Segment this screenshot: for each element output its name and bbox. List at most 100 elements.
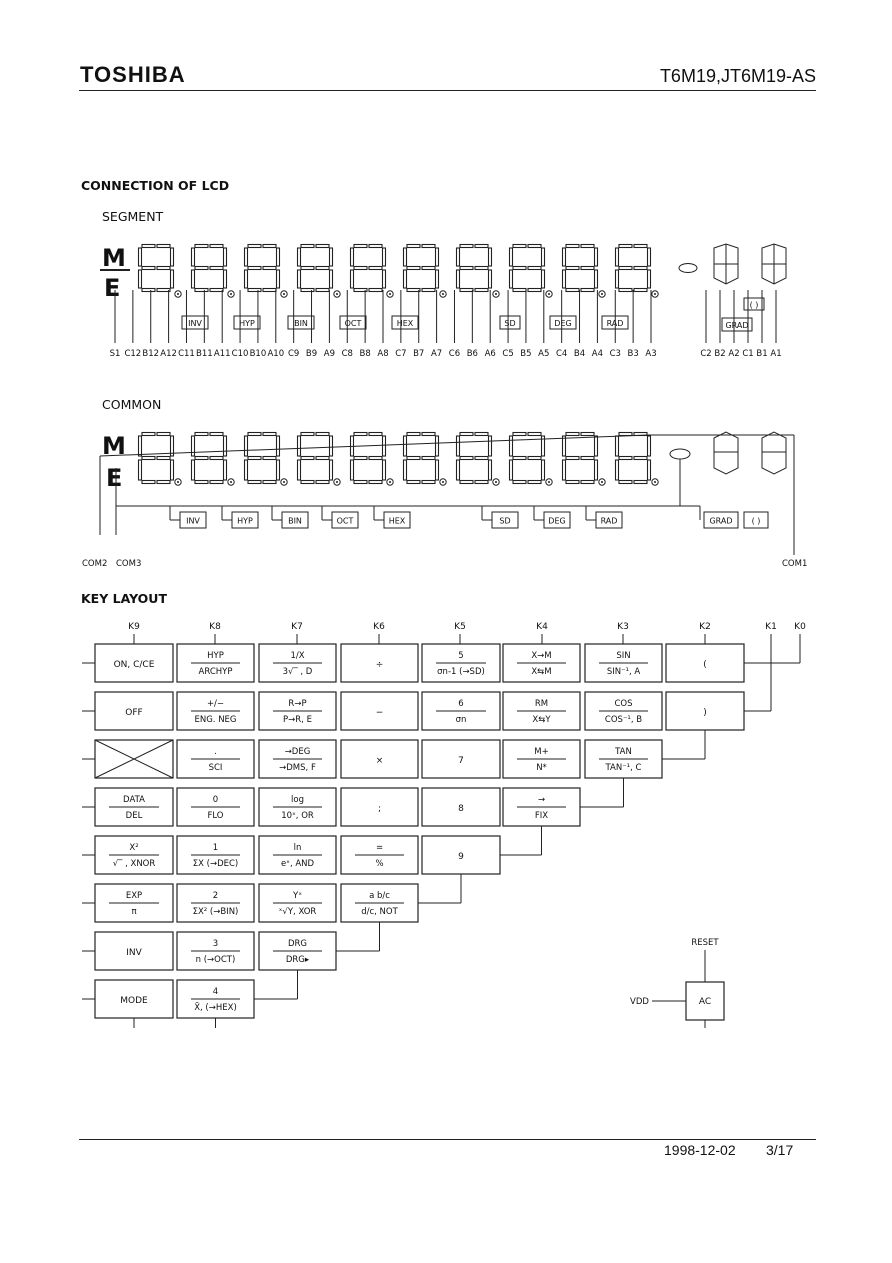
lcd-segment (156, 243, 171, 249)
indicator-oct-label: OCT (345, 319, 362, 328)
key-bottom-label: ˣ√Y, XOR (279, 907, 317, 917)
lcd-segment (328, 269, 334, 289)
lcd-segment (209, 243, 224, 249)
key-bottom-label: P→R, E (283, 715, 312, 725)
segment-pin-label: C6 (449, 349, 460, 359)
lcd-segment (512, 243, 527, 249)
segment-pin-label: C4 (556, 349, 567, 359)
key-bottom-label: ARCHYP (199, 667, 233, 677)
lcd-segment (618, 265, 633, 271)
key-label: − (376, 708, 384, 718)
lcd-segment (474, 479, 489, 485)
key-top-label: → (538, 795, 545, 805)
segment-pin-label: A9 (324, 349, 335, 359)
key-layout-title: KEY LAYOUT (81, 591, 167, 606)
calculator-key (421, 739, 501, 779)
k-line-label: K1 (765, 622, 777, 632)
lcd-segment (434, 269, 440, 289)
lcd-segment (618, 243, 633, 249)
lcd-segment (247, 265, 262, 271)
lcd-segment (169, 459, 175, 481)
key-bottom-label: X̄, (→HEX) (194, 1001, 237, 1013)
indicator-paren-label: ( ) (750, 301, 759, 310)
lcd-segment (512, 479, 527, 485)
lcd-segment (540, 435, 546, 457)
lcd-segment (512, 455, 527, 461)
segment-pin-label: C8 (342, 349, 353, 359)
key-bottom-label: 3√‾ , D (283, 667, 313, 677)
lcd-segment (508, 247, 514, 267)
key-top-label: 1 (213, 843, 218, 853)
lcd-segment (209, 287, 224, 293)
decimal-point-center (601, 481, 603, 483)
lcd-segment (512, 265, 527, 271)
key-bottom-label: n (→OCT) (196, 955, 236, 965)
decimal-point-center (283, 481, 285, 483)
segment-pin-label: A12 (160, 349, 177, 359)
lcd-digit (508, 431, 546, 485)
lcd-segment (580, 265, 595, 271)
lcd-segment (169, 435, 175, 457)
decimal-point-center (495, 481, 497, 483)
indicator-hex-label: HEX (397, 319, 414, 328)
lcd-segment (349, 269, 355, 289)
key-top-label: X→M (531, 651, 551, 661)
key-top-label: SIN (616, 651, 630, 661)
common-symbol-digit (761, 431, 787, 475)
lcd-digit (349, 431, 387, 485)
lcd-digit (296, 431, 334, 485)
lcd-segment (527, 431, 542, 437)
key-bottom-label: σn (456, 715, 467, 725)
lcd-digit (455, 243, 493, 293)
lcd-segment (402, 459, 408, 481)
lcd-segment (209, 431, 224, 437)
key-top-label: 1/X (290, 651, 304, 661)
lcd-segment (156, 455, 171, 461)
lcd-segment (209, 479, 224, 485)
lcd-segment (508, 269, 514, 289)
key-top-label: M+ (534, 747, 548, 757)
common-indicator-hex-label: HEX (389, 517, 406, 526)
lcd-segment (328, 247, 334, 267)
key-bottom-label: DEL (126, 811, 143, 821)
lcd-segment (434, 459, 440, 481)
k-line-label: K0 (794, 622, 806, 632)
segment-pin-label: B11 (196, 349, 213, 359)
lcd-segment (421, 243, 436, 249)
indicator-paren-box (743, 297, 765, 311)
lcd-segment (156, 265, 171, 271)
lcd-segment (368, 243, 383, 249)
lcd-digit (137, 243, 175, 293)
segment-pin-label: A3 (645, 349, 656, 359)
lcd-segment (222, 269, 228, 289)
key-label: MODE (120, 996, 148, 1006)
lcd-segment (618, 455, 633, 461)
lcd-segment (194, 265, 209, 271)
segment-pin-label: A10 (267, 349, 284, 359)
key-bottom-label: X⇆Y (532, 715, 551, 725)
lcd-segment (262, 431, 277, 437)
calculator-key (94, 979, 174, 1019)
lcd-segment (421, 287, 436, 293)
lcd-segment (474, 287, 489, 293)
lcd-segment (141, 431, 156, 437)
lcd-segment (580, 431, 595, 437)
lcd-segment (593, 459, 599, 481)
lcd-segment (402, 247, 408, 267)
key-label: 9 (458, 852, 464, 862)
key-top-label: . (214, 747, 217, 757)
lcd-segment (222, 247, 228, 267)
lcd-segment (247, 455, 262, 461)
lcd-segment (315, 455, 330, 461)
segment-pin-label: B9 (306, 349, 317, 359)
lcd-segment (328, 435, 334, 457)
key-label: ÷ (376, 660, 384, 670)
calculator-key (94, 691, 174, 731)
indicator-grad-box (721, 317, 753, 332)
vdd-label: VDD (630, 997, 649, 1007)
lcd-segment (300, 243, 315, 249)
segment-pin-label: C12 (124, 349, 141, 359)
lcd-segment (194, 431, 209, 437)
